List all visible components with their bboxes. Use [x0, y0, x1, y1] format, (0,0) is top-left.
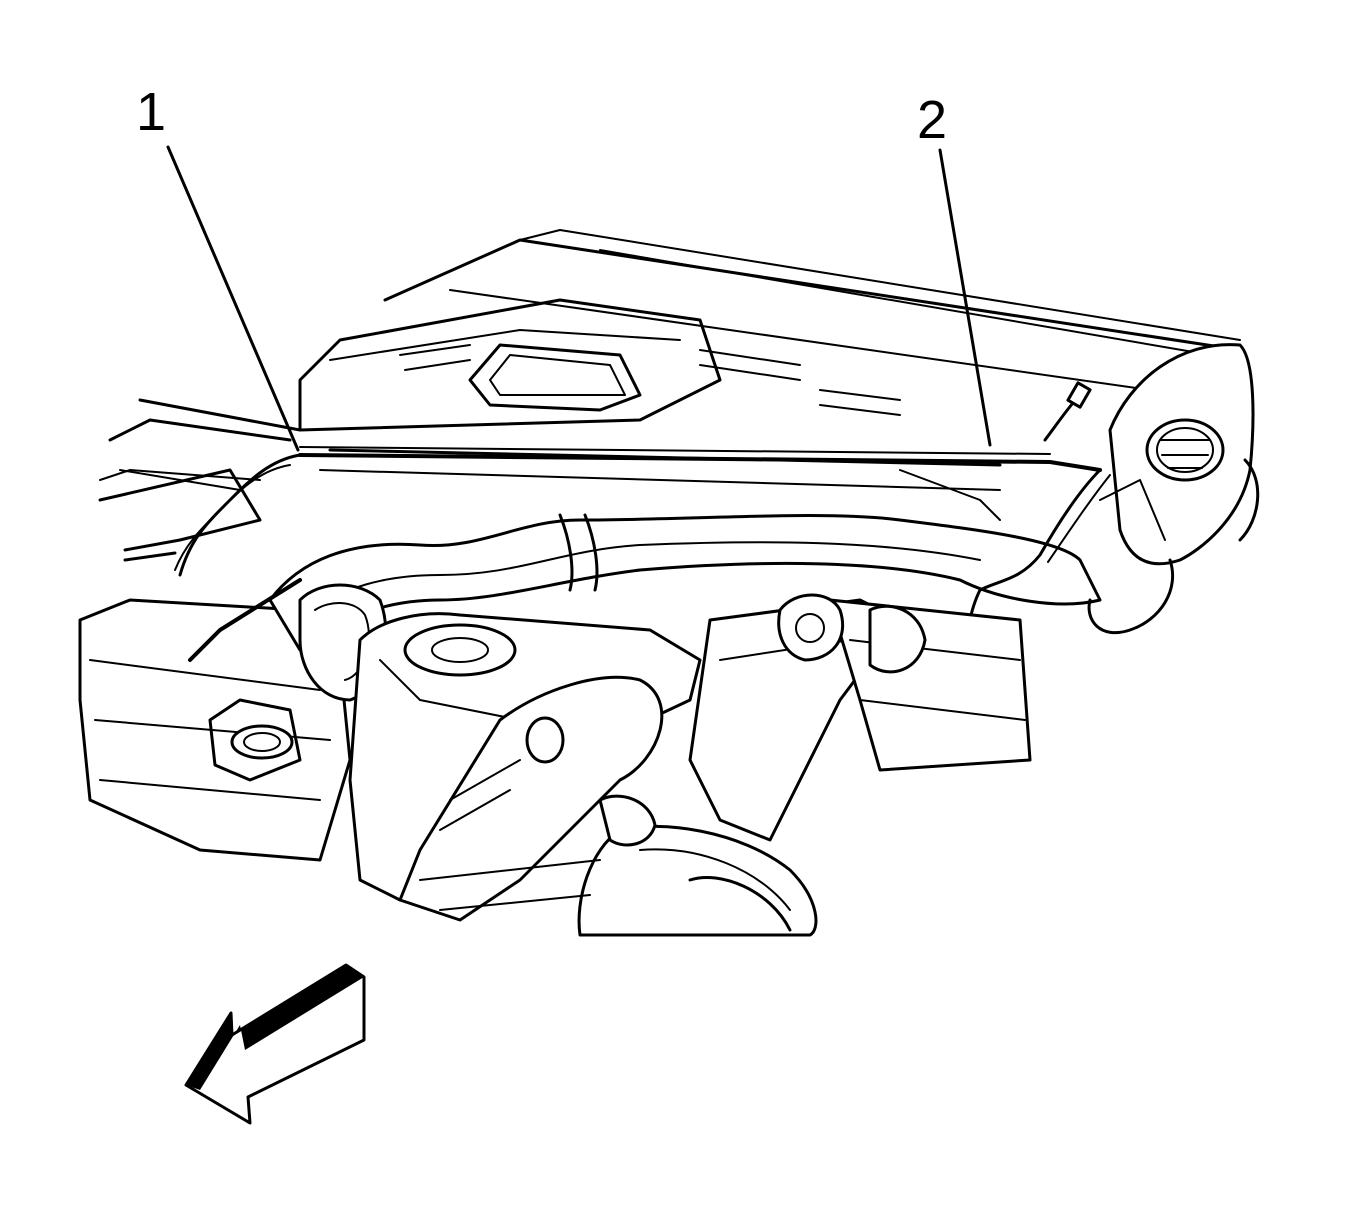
- fuel-tank: [78, 598, 352, 862]
- callout-1-leader: [166, 145, 300, 452]
- fuel-pipe-assembly: [123, 381, 1111, 662]
- rear-wheel-hub: [419, 794, 818, 937]
- fuel-filler-pocket: [1087, 343, 1260, 635]
- leader-lines: [166, 145, 992, 452]
- front-direction-arrow-icon: [184, 963, 366, 1125]
- callout-1-label: 1: [136, 82, 166, 142]
- callout-2-leader: [938, 148, 992, 447]
- callout-2-label: 2: [917, 90, 947, 150]
- underbody-floor-pan: [98, 229, 1252, 542]
